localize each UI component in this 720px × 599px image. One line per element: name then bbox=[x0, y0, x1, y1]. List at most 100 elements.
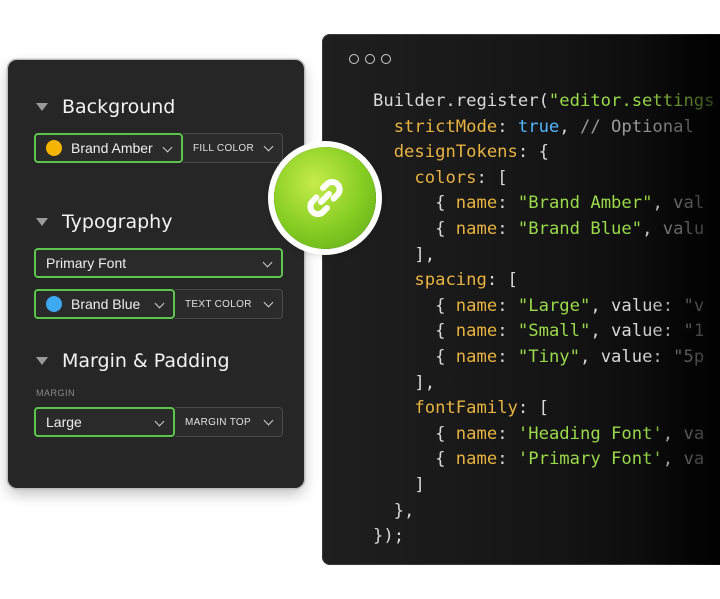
code-token: va bbox=[683, 423, 705, 444]
code-token: , value: bbox=[580, 346, 674, 367]
code-token: va bbox=[683, 449, 705, 470]
code-token: Builder.register( bbox=[373, 91, 549, 111]
code-token: , bbox=[662, 423, 684, 444]
code-token: 'Primary Font' bbox=[517, 449, 663, 470]
settings-panel: Background Brand Amber FILL COLOR Typogr… bbox=[8, 60, 304, 488]
margin-label: MARGIN bbox=[36, 388, 75, 398]
code-token: : [ bbox=[476, 167, 508, 188]
section-title-background: Background bbox=[62, 96, 176, 118]
chevron-down-icon bbox=[154, 416, 165, 427]
code-token: "5p bbox=[673, 346, 705, 367]
font-row: Primary Font bbox=[34, 248, 283, 278]
code-token bbox=[373, 398, 414, 418]
chevron-down-icon bbox=[263, 141, 274, 152]
collapse-triangle-icon bbox=[36, 218, 48, 226]
code-token: : bbox=[497, 449, 518, 470]
code-token: "1 bbox=[683, 321, 705, 342]
code-token bbox=[373, 142, 394, 162]
font-value: Primary Font bbox=[46, 255, 127, 271]
code-line: { name: "Large", value: "v bbox=[373, 294, 715, 320]
code-line: ] bbox=[373, 473, 715, 499]
code-line: strictMode: true, // Optional bbox=[373, 115, 715, 141]
code-token: , bbox=[559, 116, 580, 137]
background-color-row: Brand Amber FILL COLOR bbox=[34, 133, 283, 163]
chevron-down-icon bbox=[162, 142, 173, 153]
code-line: }, bbox=[373, 499, 715, 525]
text-color-value: Brand Blue bbox=[71, 296, 141, 312]
code-token: name bbox=[455, 295, 498, 316]
code-token bbox=[373, 270, 414, 290]
code-line: designTokens: { bbox=[373, 140, 715, 166]
text-color-property-select[interactable]: TEXT COLOR bbox=[175, 289, 283, 319]
code-token: name bbox=[455, 449, 498, 470]
fill-color-value: Brand Amber bbox=[71, 140, 153, 156]
code-token: strictMode bbox=[393, 116, 498, 137]
code-token: fontFamily bbox=[414, 398, 518, 419]
code-token: { bbox=[373, 423, 456, 444]
text-color-row: Brand Blue TEXT COLOR bbox=[34, 289, 283, 319]
code-line: { name: "Brand Blue", valu bbox=[373, 217, 715, 243]
section-background[interactable]: Background bbox=[36, 96, 175, 118]
code-token: name bbox=[455, 218, 498, 239]
code-token: true bbox=[517, 116, 560, 137]
code-line: ], bbox=[373, 243, 715, 269]
chevron-down-icon bbox=[263, 415, 274, 426]
code-line: }); bbox=[373, 524, 715, 550]
section-title-margin: Margin & Padding bbox=[62, 350, 230, 372]
code-token: : bbox=[497, 321, 518, 342]
code-token: ] bbox=[373, 474, 425, 495]
amber-swatch-icon bbox=[46, 140, 62, 156]
code-token: , value: bbox=[590, 321, 684, 342]
fill-color-select[interactable]: Brand Amber bbox=[34, 133, 183, 163]
code-token: , value: bbox=[590, 295, 684, 316]
code-token: 'Heading Font' bbox=[517, 423, 663, 444]
code-line: { name: 'Primary Font', va bbox=[373, 447, 715, 473]
code-token: : bbox=[497, 193, 518, 214]
collapse-triangle-icon bbox=[36, 357, 48, 365]
fill-color-property-label: FILL COLOR bbox=[193, 142, 254, 154]
code-token: : bbox=[497, 346, 518, 367]
window-dot-2[interactable] bbox=[365, 54, 375, 64]
code-token: name bbox=[455, 193, 498, 214]
code-line: { name: "Small", value: "1 bbox=[373, 319, 715, 345]
margin-row: Large MARGIN TOP bbox=[34, 407, 283, 437]
margin-property-label: MARGIN TOP bbox=[185, 416, 251, 428]
margin-value-select[interactable]: Large bbox=[34, 407, 175, 437]
margin-property-select[interactable]: MARGIN TOP bbox=[175, 407, 283, 437]
code-token: // Optional bbox=[580, 116, 694, 137]
chevron-down-icon bbox=[263, 297, 274, 308]
code-token: ], bbox=[373, 372, 436, 393]
section-margin-padding[interactable]: Margin & Padding bbox=[36, 350, 230, 372]
code-token: , bbox=[642, 218, 663, 239]
code-token: { bbox=[373, 449, 456, 470]
code-token: { bbox=[373, 346, 456, 367]
code-block: Builder.register("editor.settings strict… bbox=[373, 89, 715, 550]
code-token bbox=[373, 168, 414, 188]
code-token: "editor.settings bbox=[548, 91, 715, 111]
section-typography[interactable]: Typography bbox=[36, 211, 172, 233]
window-dot-3[interactable] bbox=[381, 54, 391, 64]
code-line: spacing: [ bbox=[373, 268, 715, 294]
code-token: : bbox=[497, 116, 518, 137]
code-token: : [ bbox=[517, 398, 549, 419]
code-token: { bbox=[373, 218, 456, 239]
fill-color-property-select[interactable]: FILL COLOR bbox=[183, 133, 283, 163]
code-token: valu bbox=[662, 218, 705, 239]
code-token: designTokens bbox=[393, 142, 518, 163]
text-color-select[interactable]: Brand Blue bbox=[34, 289, 175, 319]
code-token: { bbox=[373, 295, 456, 316]
code-token: spacing bbox=[414, 270, 487, 291]
code-line: Builder.register("editor.settings bbox=[373, 89, 715, 115]
code-token: , bbox=[652, 193, 674, 214]
link-icon bbox=[307, 179, 343, 217]
font-select[interactable]: Primary Font bbox=[34, 248, 283, 278]
code-token: : bbox=[497, 295, 518, 316]
code-token: : { bbox=[517, 142, 549, 163]
code-token: name bbox=[455, 321, 498, 342]
code-token: "Brand Blue" bbox=[517, 218, 643, 239]
code-line: fontFamily: [ bbox=[373, 396, 715, 422]
window-controls bbox=[349, 54, 391, 64]
link-badge bbox=[274, 147, 376, 249]
code-token: val bbox=[673, 193, 705, 214]
window-dot-1[interactable] bbox=[349, 54, 359, 64]
